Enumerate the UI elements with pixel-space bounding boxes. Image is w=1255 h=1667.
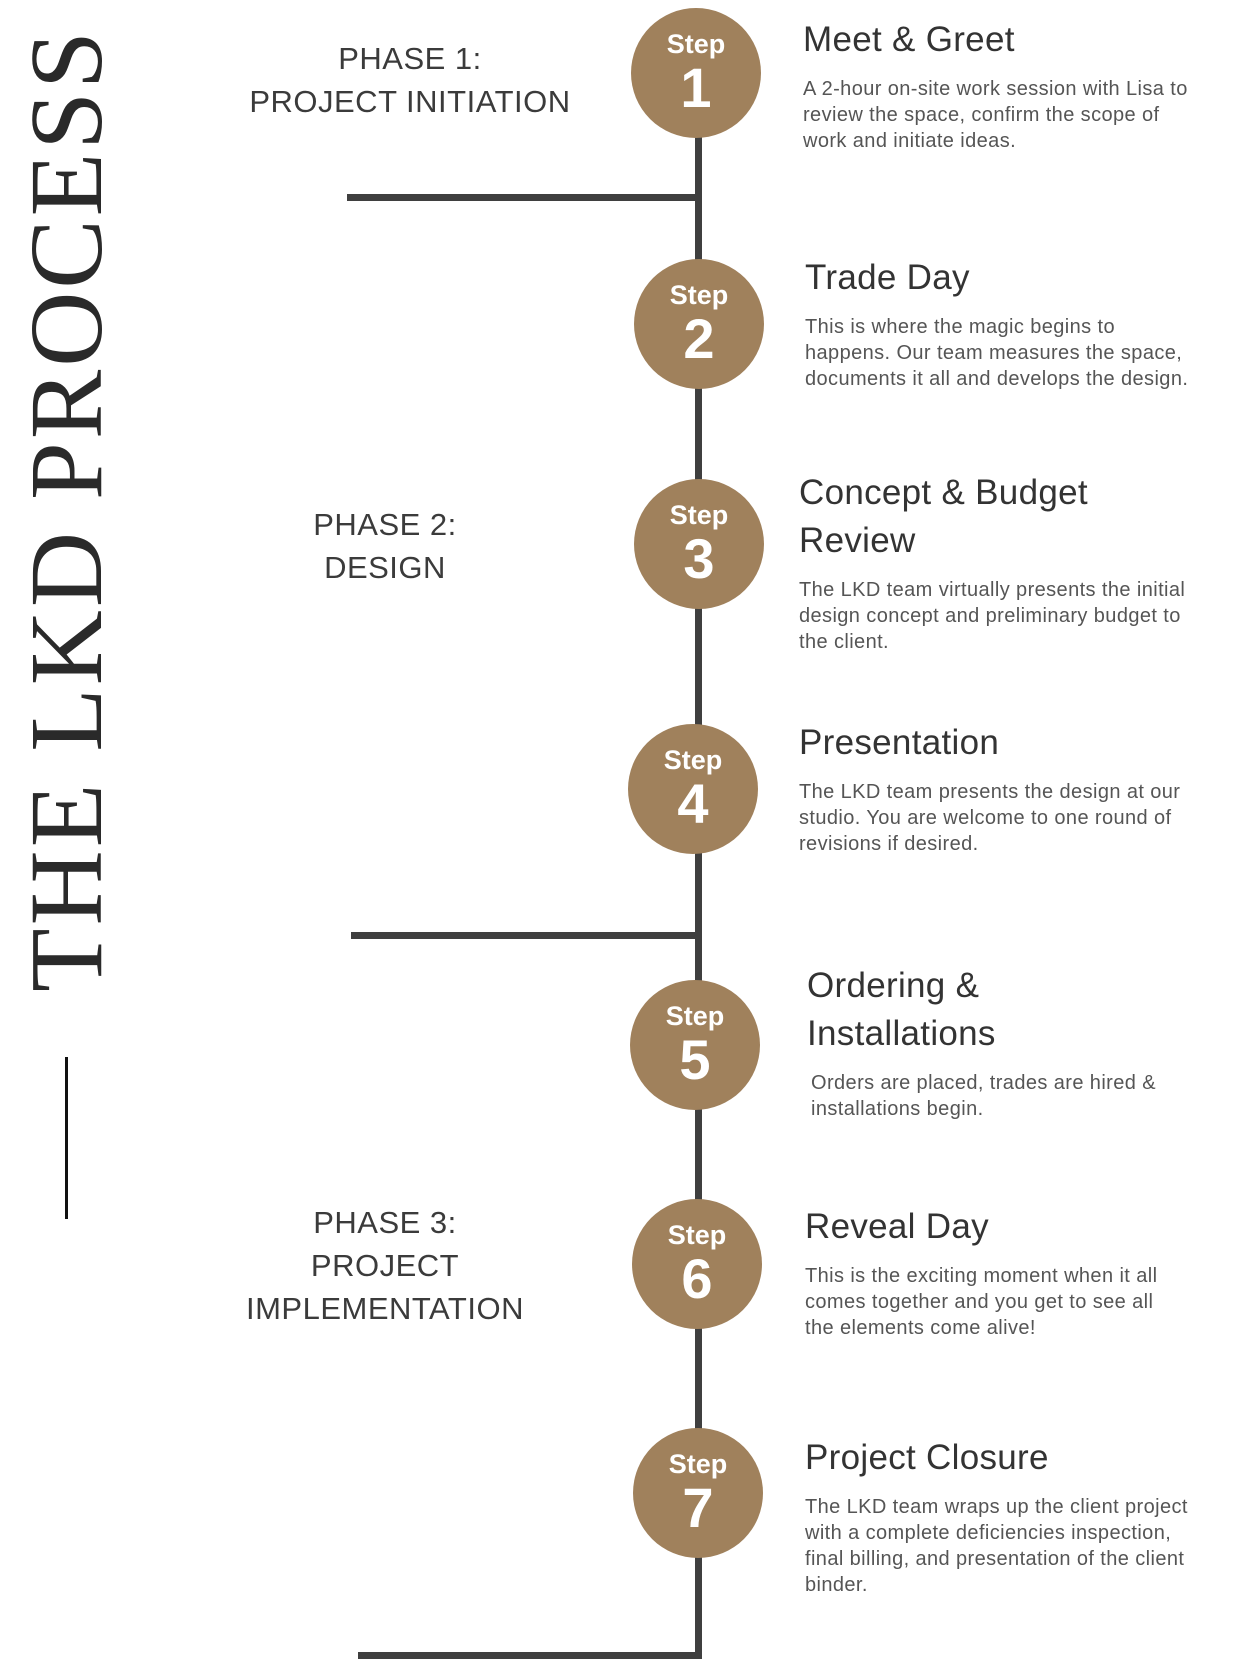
phase-1-branch-line [347,194,702,201]
step-2-title: Trade Day [805,258,970,297]
step-2-badge: Step 2 [634,259,764,389]
step-1-title: Meet & Greet [803,20,1015,59]
phase-3-line-2: PROJECT [310,1248,460,1283]
step-5-description: Orders are placed, trades are hired & in… [811,1072,1156,1120]
phase-1-line-1: PHASE 1: [338,41,482,76]
phase-1-line-2: PROJECT INITIATION [249,84,571,119]
step-1-word: Step [666,29,726,59]
step-5-title: Ordering & Installations [807,966,996,1053]
timeline-spine [695,120,702,1658]
step-7-title: Project Closure [805,1438,1049,1477]
step-1-content: Meet & Greet A 2-hour on-site work sessi… [803,16,1203,154]
step-4-number: 4 [677,772,709,835]
step-7-number: 7 [682,1476,714,1539]
step-1-number: 1 [680,56,712,119]
step-4-content: Presentation The LKD team presents the d… [799,719,1199,857]
phase-3-branch-line [358,1652,702,1659]
phase-1-label: PHASE 1: PROJECT INITIATION [235,37,585,123]
step-6-badge: Step 6 [632,1199,762,1329]
step-4-word: Step [663,745,723,775]
step-3-badge: Step 3 [634,479,764,609]
phase-2-line-1: PHASE 2: [313,507,457,542]
page-title: THE LKD PROCESS [9,28,124,992]
step-2-word: Step [669,280,729,310]
step-6-content: Reveal Day This is the exciting moment w… [805,1203,1185,1341]
step-4-description: The LKD team presents the design at our … [799,781,1181,855]
step-5-number: 5 [679,1028,711,1091]
step-6-description: This is the exciting moment when it all … [805,1265,1158,1339]
phase-3-label: PHASE 3: PROJECT IMPLEMENTATION [205,1201,565,1330]
step-2-content: Trade Day This is where the magic begins… [805,254,1205,392]
step-4-title: Presentation [799,723,1000,762]
phase-3-line-1: PHASE 3: [313,1205,457,1240]
phase-2-label: PHASE 2: DESIGN [245,503,525,589]
step-7-content: Project Closure The LKD team wraps up th… [805,1434,1195,1598]
step-3-description: The LKD team virtually presents the init… [799,579,1186,653]
phase-3-line-3: IMPLEMENTATION [246,1291,524,1326]
step-3-title: Concept & Budget Review [799,473,1088,560]
step-3-number: 3 [683,527,715,590]
step-5-content: Ordering & Installations Orders are plac… [807,962,1156,1122]
step-6-title: Reveal Day [805,1207,989,1246]
step-1-description: A 2-hour on-site work session with Lisa … [803,78,1188,152]
step-3-content: Concept & Budget Review The LKD team vir… [799,469,1185,655]
phase-2-line-2: DESIGN [324,550,446,585]
step-7-badge: Step 7 [633,1428,763,1558]
title-rule [65,1057,68,1219]
step-7-description: The LKD team wraps up the client project… [805,1496,1188,1596]
step-1-badge: Step 1 [631,8,761,138]
step-3-word: Step [669,500,729,530]
step-2-number: 2 [683,307,715,370]
step-5-badge: Step 5 [630,980,760,1110]
step-7-word: Step [668,1449,728,1479]
step-2-description: This is where the magic begins to happen… [805,316,1189,390]
step-5-word: Step [665,1001,725,1031]
title-area: THE LKD PROCESS [0,0,130,1667]
step-6-number: 6 [681,1247,713,1310]
step-6-word: Step [667,1220,727,1250]
step-4-badge: Step 4 [628,724,758,854]
phase-2-branch-line [351,932,702,939]
